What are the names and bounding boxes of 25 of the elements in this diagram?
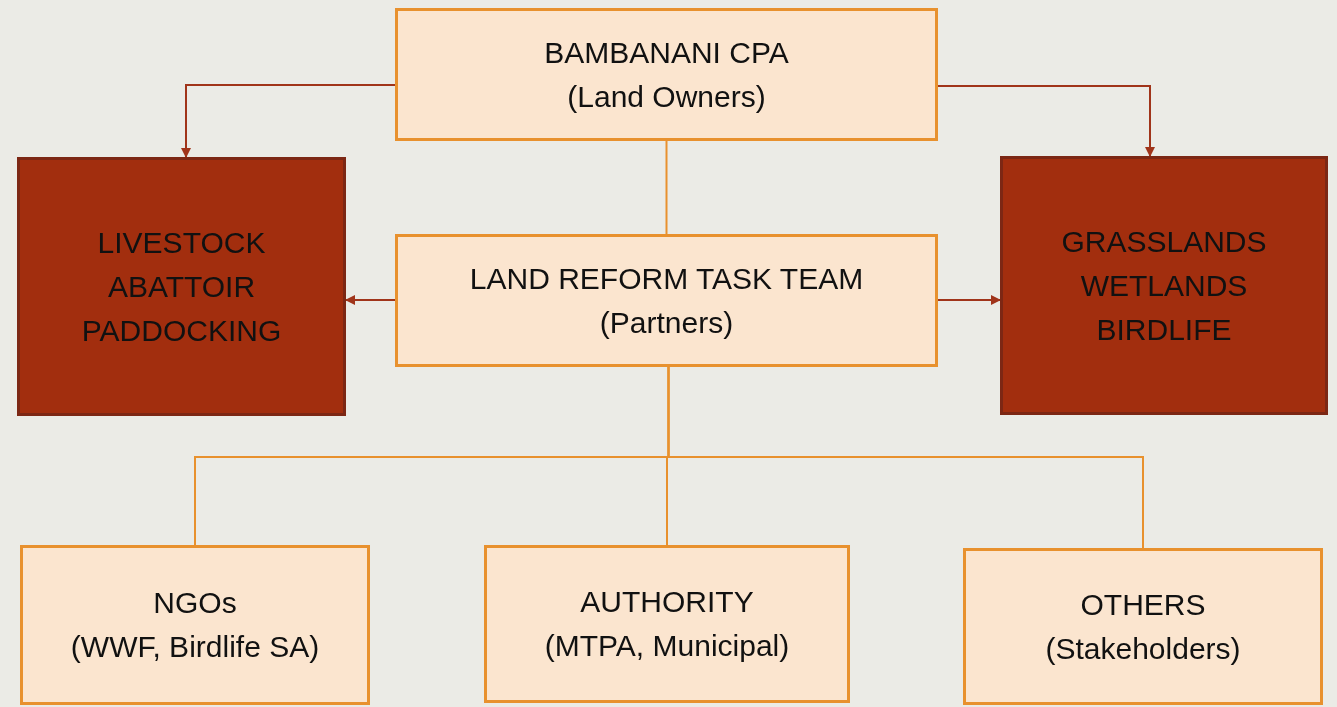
arrow xyxy=(181,84,396,158)
box-subtitle: (Land Owners) xyxy=(567,78,766,115)
topic-box xyxy=(17,157,346,416)
box-subtitle: (MTPA, Municipal) xyxy=(544,628,790,664)
box-subtitle: (WWF, Birdlife SA) xyxy=(70,629,320,665)
org-box xyxy=(484,545,850,703)
org-box xyxy=(20,545,370,705)
box-title: LAND REFORM TASK TEAM xyxy=(469,260,864,297)
box-subtitle: (Partners) xyxy=(599,304,734,341)
topic-box xyxy=(1000,156,1328,415)
connector-line xyxy=(665,140,668,235)
org-box xyxy=(395,8,938,141)
box-title: BAMBANANI CPA xyxy=(544,34,789,71)
box-subtitle: (Stakeholders) xyxy=(1045,630,1241,667)
arrow xyxy=(937,85,1155,157)
box-title: GRASSLANDS WETLANDS BIRDLIFE xyxy=(1060,223,1268,348)
box-title: OTHERS xyxy=(1080,586,1206,623)
org-box xyxy=(963,548,1323,705)
box-title: LIVESTOCK ABATTOIR PADDOCKING xyxy=(80,224,283,349)
arrow xyxy=(937,295,1001,305)
box-title: AUTHORITY xyxy=(580,584,754,620)
org-box xyxy=(395,234,938,367)
arrow xyxy=(345,295,396,305)
box-title: NGOs xyxy=(153,585,237,621)
connector-line xyxy=(667,366,1144,549)
